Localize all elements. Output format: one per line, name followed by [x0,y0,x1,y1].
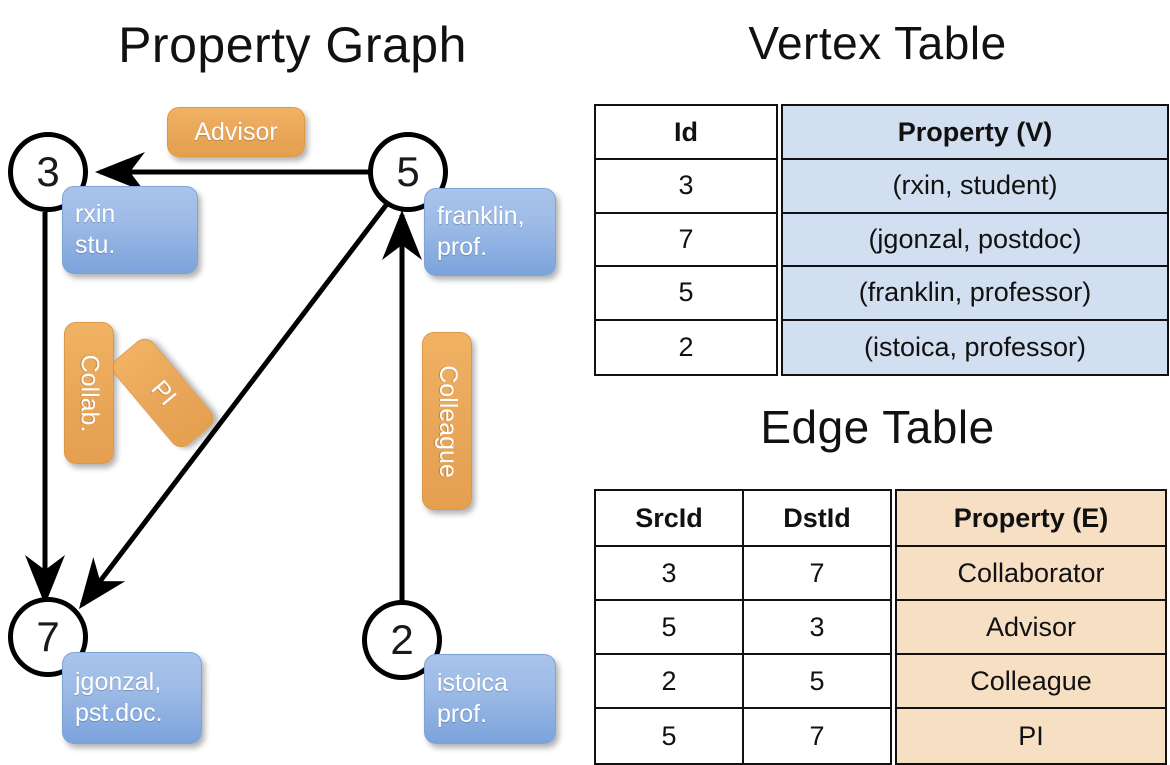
table-row: 5 [744,655,890,709]
vertex-property-rxin-line2: stu. [75,231,116,259]
table-row: 5 [596,267,776,321]
table-row: Advisor [897,601,1165,655]
table-row: (franklin, professor) [783,267,1167,321]
table-row: 5 [596,601,742,655]
edge-line-pi [78,198,392,609]
vertex-property-jgonzal-line2: pst.doc. [75,699,163,727]
vertex-table-id-column: Id 3 7 5 2 [594,104,778,376]
edge-table-srcid-column: SrcId 3 5 2 5 [594,489,744,765]
table-row: 3 [596,160,776,214]
graph-node-5[interactable]: 5 [368,132,448,212]
graph-node-2-label: 2 [390,616,414,663]
table-row: 3 [744,601,890,655]
vertex-property-istoica-line1: istoica [437,668,508,697]
edge-table-header-property: Property (E) [897,491,1165,547]
vertex-property-box-istoica[interactable]: istoica prof. [424,654,556,744]
vertex-table-property-column: Property (V) (rxin, student) (jgonzal, p… [781,104,1169,376]
vertex-table-header-property: Property (V) [783,106,1167,160]
vertex-property-rxin-line1: rxin [75,199,116,228]
vertex-property-box-franklin[interactable]: franklin, prof. [424,188,556,276]
table-row: Colleague [897,655,1165,709]
vertex-property-box-jgonzal[interactable]: jgonzal, pst.doc. [62,652,202,744]
edge-label-advisor: Advisor [194,117,278,146]
edge-table-property-column: Property (E) Collaborator Advisor Collea… [895,489,1167,765]
table-row: 7 [596,214,776,267]
vertex-property-jgonzal-line1: jgonzal, [75,667,162,696]
section-title-vertex-table: Vertex Table [748,17,1007,69]
graph-node-7-label: 7 [36,613,60,660]
edge-label-collab: Collab. [75,354,104,432]
table-row: 2 [596,655,742,709]
table-row: PI [1018,720,1044,751]
table-row: 2 [678,331,694,362]
edge-table-header-dstid: DstId [744,491,890,547]
table-row: (rxin, student) [783,160,1167,214]
section-title-edge-table: Edge Table [760,401,995,453]
table-row: (istoica, professor) [863,331,1087,362]
graph-node-2[interactable]: 2 [362,600,442,680]
table-row: 7 [809,720,825,751]
edge-label-box-colleague[interactable]: Colleague [422,332,472,510]
edge-table-dstid-column: DstId 7 3 5 7 [742,489,892,765]
table-row: 7 [744,547,890,601]
edge-label-box-advisor[interactable]: Advisor [167,107,305,157]
property-graph-diagram: 3 5 7 2 rxin stu. franklin, prof. jgonza… [0,0,585,760]
vertex-property-istoica-line2: prof. [437,700,488,728]
vertex-table: Id 3 7 5 2 Property (V) (rxin, student) … [594,104,1169,376]
graph-edges-svg [25,152,422,610]
edge-label-box-collab[interactable]: Collab. [64,322,114,464]
table-row: (jgonzal, postdoc) [783,214,1167,267]
table-row: 5 [661,720,677,751]
edge-label-pi: PI [145,374,182,411]
page-title-property-graph: Property Graph [118,17,467,73]
vertex-table-header-id: Id [596,106,776,160]
edge-table: SrcId 3 5 2 5 DstId 7 3 5 7 Property (E)… [594,489,1167,765]
vertex-property-box-rxin[interactable]: rxin stu. [62,186,198,274]
edge-label-colleague: Colleague [433,364,462,478]
table-row: Collaborator [897,547,1165,601]
graph-node-3-label: 3 [36,148,60,195]
table-row: 3 [596,547,742,601]
edge-table-header-srcid: SrcId [596,491,742,547]
vertex-property-franklin-line2: prof. [437,233,488,261]
graph-node-5-label: 5 [396,148,420,195]
vertex-property-franklin-line1: franklin, [437,201,525,230]
